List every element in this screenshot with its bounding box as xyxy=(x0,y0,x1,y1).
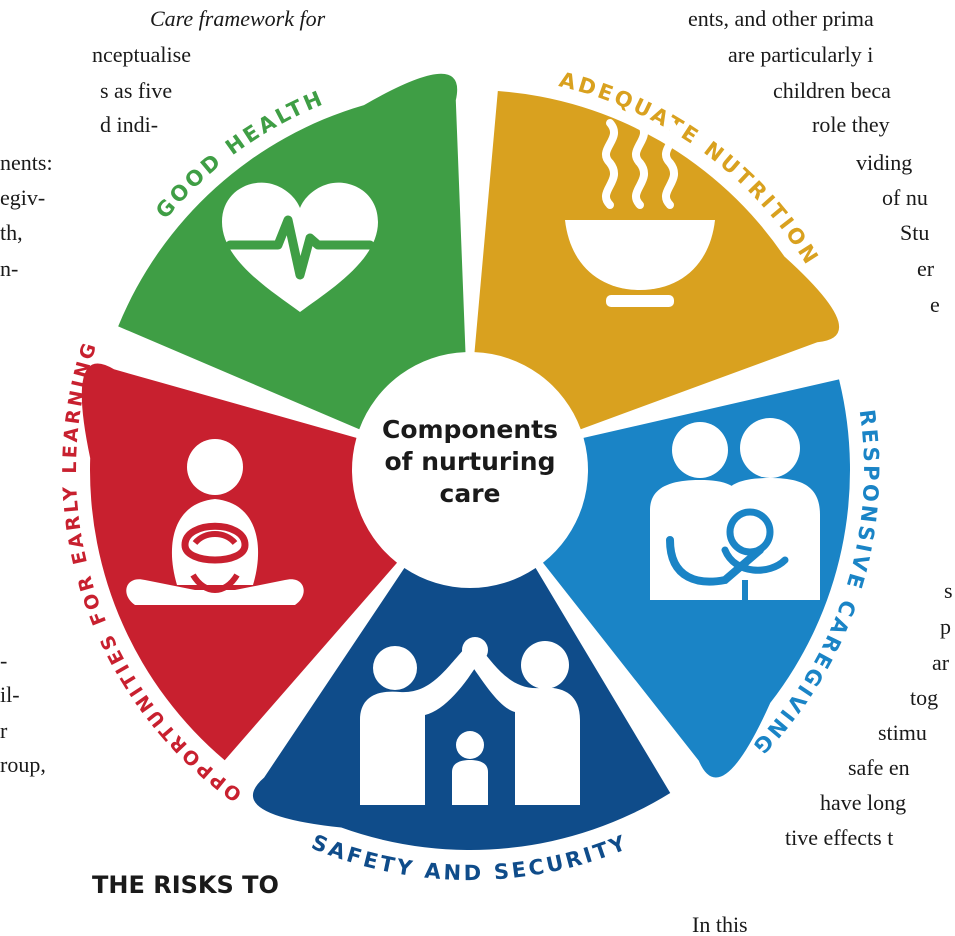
left-text-line: egiv- xyxy=(0,185,45,210)
right-text-line: er xyxy=(917,256,935,281)
left-text-line: Care framework for xyxy=(150,6,326,31)
left-text-line: roup, xyxy=(0,752,46,777)
right-text-line: role they xyxy=(812,112,890,137)
right-text-line: safe en xyxy=(848,755,910,780)
right-text-line: s xyxy=(944,578,953,603)
right-text-line: are particularly i xyxy=(728,42,873,67)
left-text-line: n- xyxy=(0,256,18,281)
center-label-line: care xyxy=(440,479,501,508)
left-text-line: s as five xyxy=(100,78,172,103)
right-text-line: stimu xyxy=(878,720,927,745)
right-text-line: viding xyxy=(856,150,912,175)
right-text-line: children beca xyxy=(773,78,891,103)
right-text-line: ar xyxy=(932,650,950,675)
left-text-line: nents: xyxy=(0,150,53,175)
heart-pulse-icon xyxy=(222,182,378,312)
right-text-line: of nu xyxy=(882,185,928,210)
center-label-line: Components xyxy=(382,415,558,444)
center-label-line: of nurturing xyxy=(384,447,555,476)
left-text-line: nceptualise xyxy=(92,42,191,67)
section-heading: THE RISKS TO xyxy=(92,871,279,899)
soup-bowl-icon xyxy=(565,119,715,307)
left-text-line: th, xyxy=(0,220,23,245)
left-text-line: il- xyxy=(0,682,20,707)
right-text-line: ents, and other prima xyxy=(688,6,874,31)
right-text-line: e xyxy=(930,292,940,317)
right-text-line: tive effects t xyxy=(785,825,893,850)
right-text-line: have long xyxy=(820,790,906,815)
left-text-line: - xyxy=(0,648,7,673)
right-text-line: p xyxy=(940,614,951,639)
child-playing-icon xyxy=(126,439,304,605)
left-text-line: r xyxy=(0,718,8,743)
right-text-line: In this xyxy=(692,912,748,936)
parents-with-baby-icon xyxy=(650,418,820,600)
family-shelter-icon xyxy=(360,637,580,805)
left-article-text: Care framework for nceptualise s as five… xyxy=(0,6,326,777)
left-text-line: d indi- xyxy=(100,112,158,137)
right-article-text: ents, and other prima are particularly i… xyxy=(688,6,953,936)
right-text-line: tog xyxy=(910,685,938,710)
right-text-line: Stu xyxy=(900,220,929,245)
center-label: Components of nurturing care xyxy=(382,415,558,508)
